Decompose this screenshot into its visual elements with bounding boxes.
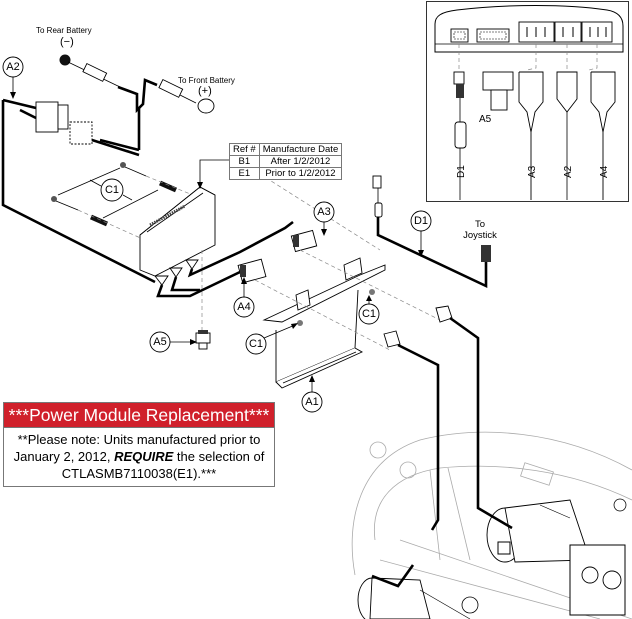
svg-text:C1: C1 bbox=[105, 184, 119, 196]
mounting-bracket bbox=[262, 257, 386, 389]
connector-a4 bbox=[237, 258, 267, 284]
notice-body: **Please note: Units manufactured prior … bbox=[4, 428, 274, 486]
ref-table-cell-date: After 1/2/2012 bbox=[258, 155, 343, 168]
callout-c1-right: C1 bbox=[358, 295, 380, 325]
wheelchair-base-drawing bbox=[351, 431, 632, 619]
joystick-label-line2: Joystick bbox=[463, 230, 497, 241]
connector-a5 bbox=[195, 330, 211, 350]
svg-text:A3: A3 bbox=[317, 206, 330, 218]
power-module bbox=[139, 186, 294, 298]
callout-a3: A3 bbox=[313, 201, 335, 236]
joystick-plug-icon bbox=[481, 245, 491, 262]
inset-label-a4: A4 bbox=[599, 165, 610, 178]
svg-text:D1: D1 bbox=[414, 215, 428, 227]
motor-left bbox=[357, 577, 479, 619]
svg-text:A4: A4 bbox=[237, 301, 250, 313]
power-module-notice: ***Power Module Replacement*** **Please … bbox=[3, 402, 275, 487]
svg-text:A5: A5 bbox=[153, 336, 166, 348]
notice-body-suffix: the selection of CTLASMB7110038(E1).*** bbox=[61, 449, 265, 481]
ref-table-cell-ref: E1 bbox=[229, 167, 260, 180]
mounting-bolts bbox=[51, 162, 206, 241]
front-battery-polarity: (+) bbox=[198, 85, 212, 97]
ref-table-cell-date: Prior to 1/2/2012 bbox=[258, 167, 343, 180]
svg-text:A1: A1 bbox=[305, 396, 318, 408]
connector-detail-inset: A5 D1 A3 A2 A4 bbox=[426, 1, 629, 202]
inset-drawing: A5 D1 A3 A2 A4 bbox=[434, 5, 624, 200]
ref-table-header-ref: Ref # bbox=[229, 143, 260, 156]
inset-label-a5: A5 bbox=[479, 114, 492, 125]
svg-text:C1: C1 bbox=[362, 308, 376, 320]
ref-table-row: E1 Prior to 1/2/2012 bbox=[229, 167, 343, 180]
front-battery-terminal-icon bbox=[197, 98, 215, 114]
joystick-label-line1: To bbox=[475, 219, 485, 230]
notice-body-emphasis: REQUIRE bbox=[114, 449, 174, 464]
connector-a3 bbox=[290, 229, 318, 253]
notice-body-prefix: **Please note: Units manufactured prior … bbox=[13, 432, 261, 464]
ref-table-leader bbox=[199, 159, 229, 185]
battery-harness bbox=[1, 54, 215, 284]
ref-table: Ref # Manufacture Date B1 After 1/2/2012… bbox=[229, 143, 343, 180]
motor-right bbox=[486, 498, 627, 616]
callout-a4: A4 bbox=[233, 277, 255, 318]
callout-c1-upper: C1 bbox=[89, 178, 133, 202]
inset-label-d1: D1 bbox=[456, 165, 467, 178]
motor-harness bbox=[371, 305, 513, 588]
svg-text:A2: A2 bbox=[6, 61, 19, 73]
svg-text:C1: C1 bbox=[249, 338, 263, 350]
callout-a1: A1 bbox=[301, 375, 323, 413]
ref-table-header-date: Manufacture Date bbox=[258, 143, 343, 156]
callout-a2: A2 bbox=[2, 56, 24, 99]
inset-label-a2: A2 bbox=[563, 165, 574, 178]
ref-table-row: B1 After 1/2/2012 bbox=[229, 155, 343, 168]
callout-a5: A5 bbox=[149, 331, 197, 353]
callout-c1-lower: C1 bbox=[245, 323, 298, 355]
inset-label-a3: A3 bbox=[527, 165, 538, 178]
rear-battery-polarity: (−) bbox=[60, 36, 74, 48]
front-battery-label: To Front Battery bbox=[178, 76, 235, 85]
joystick-cable bbox=[372, 175, 491, 289]
callout-d1: D1 bbox=[410, 210, 432, 257]
notice-title: ***Power Module Replacement*** bbox=[4, 403, 274, 428]
rear-battery-label: To Rear Battery bbox=[36, 26, 92, 35]
ref-table-cell-ref: B1 bbox=[229, 155, 260, 168]
rear-battery-terminal-icon bbox=[59, 54, 71, 66]
